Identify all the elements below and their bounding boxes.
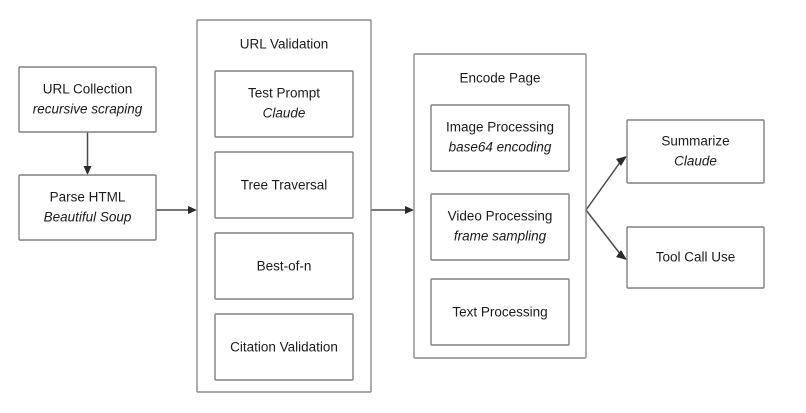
node-tool-call-use-label: Tool Call Use (656, 250, 736, 265)
node-summarize-sublabel: Claude (674, 154, 717, 169)
edge-url-validation-to-encode-page (371, 206, 414, 214)
node-video-processing-label: Video Processing (448, 209, 553, 224)
node-test-prompt-label: Test Prompt (248, 86, 320, 101)
node-url-collection-sublabel: recursive scraping (33, 102, 143, 117)
node-image-processing[interactable]: Image Processing base64 encoding (430, 104, 570, 172)
edge-encode-page-to-tool-call-use (585, 209, 627, 260)
node-summarize-label: Summarize (661, 134, 729, 149)
node-test-prompt-sublabel: Claude (263, 106, 306, 121)
node-parse-html-label: Parse HTML (50, 190, 126, 205)
node-tool-call-use[interactable]: Tool Call Use (626, 226, 765, 289)
edge-url-collection-to-parse-html (83, 132, 92, 175)
node-tree-traversal-label: Tree Traversal (241, 178, 328, 193)
node-summarize[interactable]: Summarize Claude (626, 119, 765, 184)
edge-parse-html-to-url-validation (156, 206, 197, 214)
node-url-collection-label: URL Collection (43, 82, 133, 97)
node-image-processing-sublabel: base64 encoding (449, 140, 552, 155)
node-video-processing[interactable]: Video Processing frame sampling (430, 193, 570, 261)
node-best-of-n-label: Best-of-n (257, 259, 312, 274)
group-url-validation-title: URL Validation (240, 37, 329, 52)
node-image-processing-label: Image Processing (446, 120, 554, 135)
node-text-processing-label: Text Processing (452, 305, 547, 320)
node-citation-validation[interactable]: Citation Validation (214, 313, 354, 381)
node-test-prompt[interactable]: Test Prompt Claude (214, 70, 354, 138)
node-tree-traversal[interactable]: Tree Traversal (214, 151, 354, 219)
group-encode-page-title: Encode Page (459, 71, 540, 86)
edge-encode-page-to-summarize (585, 156, 627, 211)
node-video-processing-sublabel: frame sampling (454, 229, 547, 244)
node-parse-html-sublabel: Beautiful Soup (44, 210, 132, 225)
node-parse-html[interactable]: Parse HTML Beautiful Soup (18, 174, 157, 241)
node-best-of-n[interactable]: Best-of-n (214, 232, 354, 300)
node-text-processing[interactable]: Text Processing (430, 278, 570, 346)
node-url-collection[interactable]: URL Collection recursive scraping (18, 66, 157, 133)
node-citation-validation-label: Citation Validation (230, 340, 338, 355)
